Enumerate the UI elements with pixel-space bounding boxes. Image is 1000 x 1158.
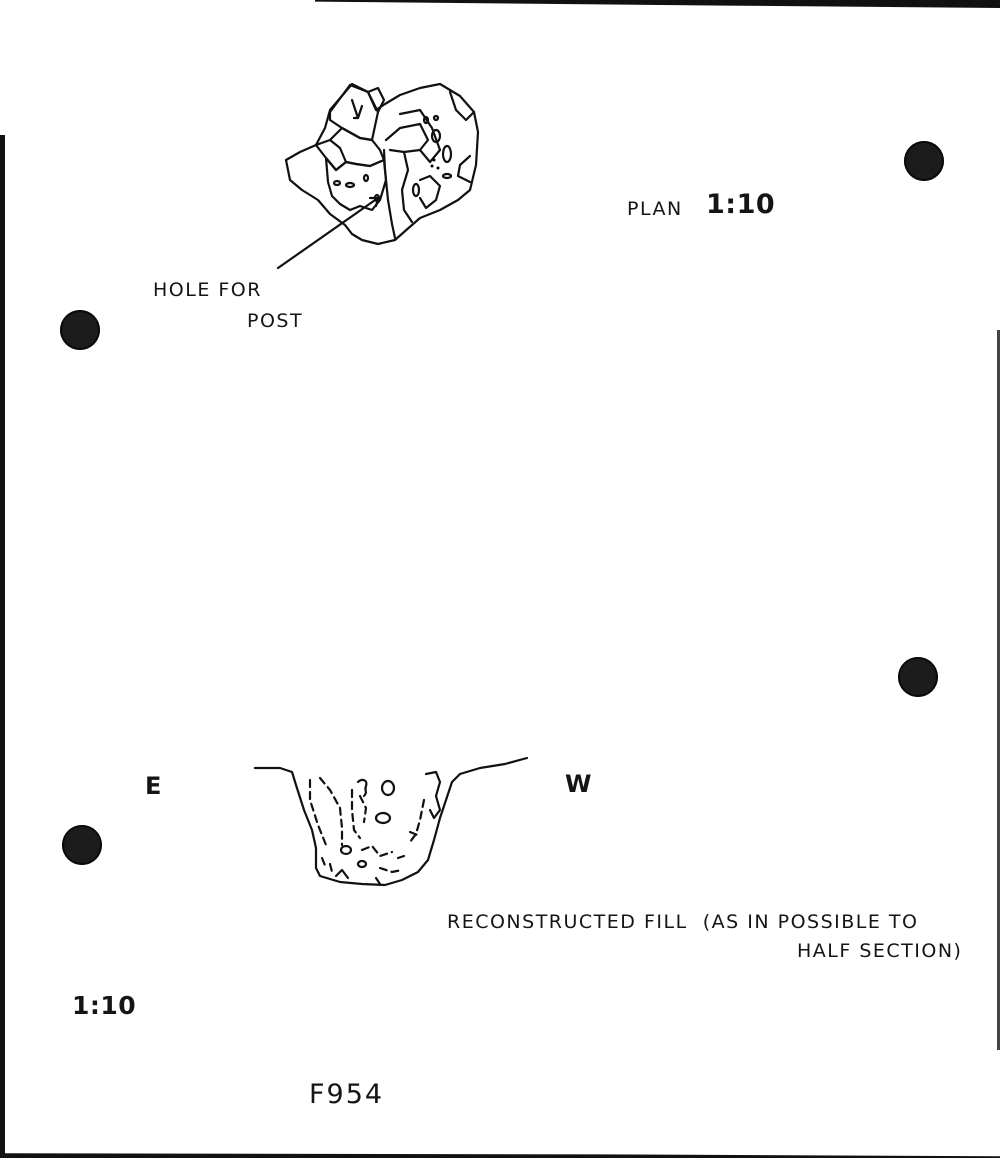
punch-hole-icon (904, 141, 944, 181)
plan-title: PLAN (627, 198, 683, 220)
scan-edge-right (997, 330, 1000, 1050)
punch-hole-icon (60, 310, 100, 350)
scan-edge-left (0, 135, 5, 1158)
section-note-line1: RECONSTRUCTED FILL (AS IN POSSIBLE TO (447, 911, 919, 933)
scan-edge-top (315, 0, 1000, 8)
plan-annotation-line1: HOLE FOR (153, 279, 262, 301)
feature-id: F954 (309, 1079, 385, 1110)
section-direction-east: E (145, 772, 163, 800)
punch-hole-icon (898, 657, 938, 697)
section-scale: 1:10 (72, 991, 137, 1020)
punch-hole-icon (62, 825, 102, 865)
section-direction-west: W (565, 770, 593, 798)
scan-edge-bottom (0, 1153, 1000, 1158)
section-note-line2: HALF SECTION) (797, 940, 963, 962)
plan-scale: 1:10 (706, 189, 776, 220)
plan-annotation-line2: POST (247, 310, 304, 332)
